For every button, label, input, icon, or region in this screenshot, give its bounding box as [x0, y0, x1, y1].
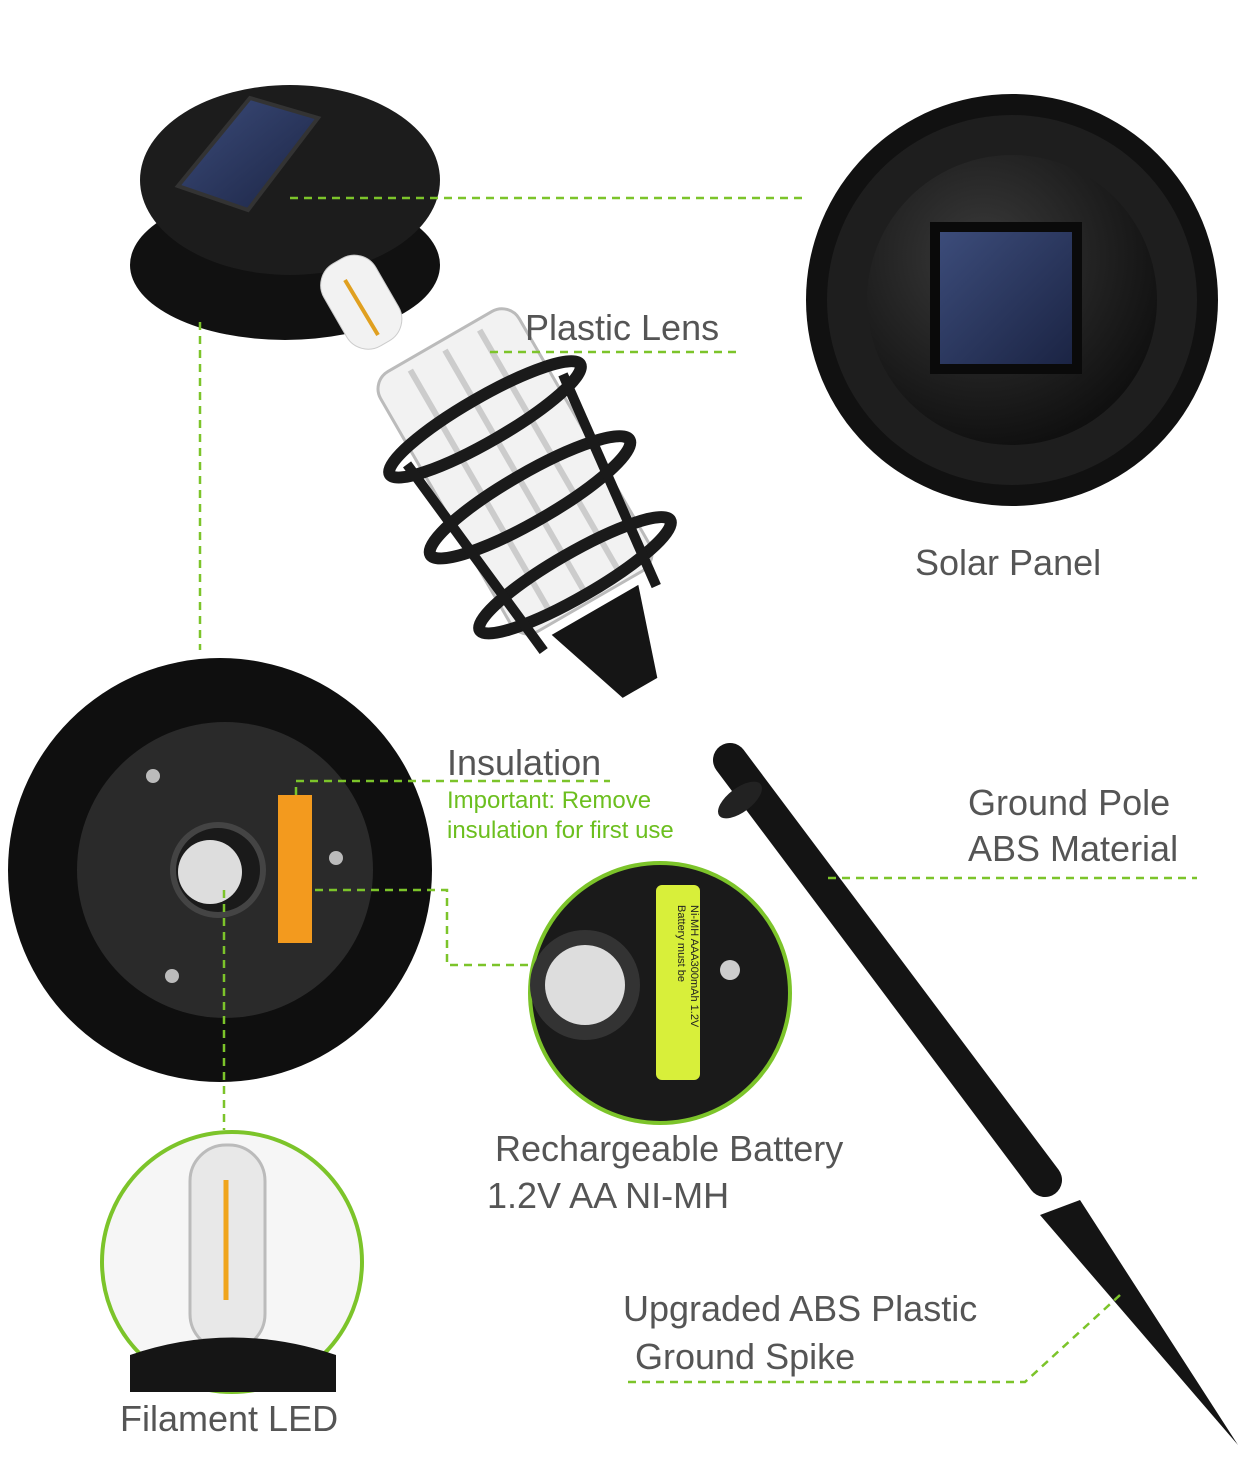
solar-panel-label: Solar Panel: [915, 542, 1102, 583]
plastic-lens-cage: [376, 307, 677, 698]
lamp-underside: [8, 658, 432, 1082]
callout-lines: [198, 196, 1197, 1384]
plastic-lens-label: Plastic Lens: [525, 307, 720, 348]
insulation-label: Insulation: [447, 742, 602, 783]
battery-spec-print: Ni-MH AAA300mAh 1.2V: [688, 905, 700, 1028]
battery-print: Ni-MH AAA300mAh 1.2V Battery must be: [674, 905, 700, 1027]
spike-label: Upgraded ABS Plastic: [623, 1288, 978, 1329]
insulation-note-line2: insulation for first use: [447, 817, 674, 844]
solar-panel-closeup: [806, 94, 1218, 506]
battery-closeup: [528, 861, 792, 1125]
ground-spike: [1040, 1200, 1238, 1445]
filament-led-closeup: [100, 1130, 364, 1394]
battery-warning-print: Battery must be: [675, 905, 687, 983]
insulation-note-line1: Important: Remove: [447, 787, 652, 814]
battery-spec-label: 1.2V AA NI-MH: [487, 1175, 730, 1216]
ground-pole-material-label: ABS Material: [968, 828, 1179, 869]
insulation-tab: [278, 795, 312, 943]
ground-pole-label: Ground Pole: [968, 782, 1171, 823]
spike-label-line2: Ground Spike: [635, 1336, 856, 1377]
ground-pole: [713, 743, 1062, 1197]
lamp-head: [130, 85, 440, 350]
filament-led-label: Filament LED: [120, 1398, 339, 1439]
battery-label: Rechargeable Battery: [495, 1128, 844, 1169]
